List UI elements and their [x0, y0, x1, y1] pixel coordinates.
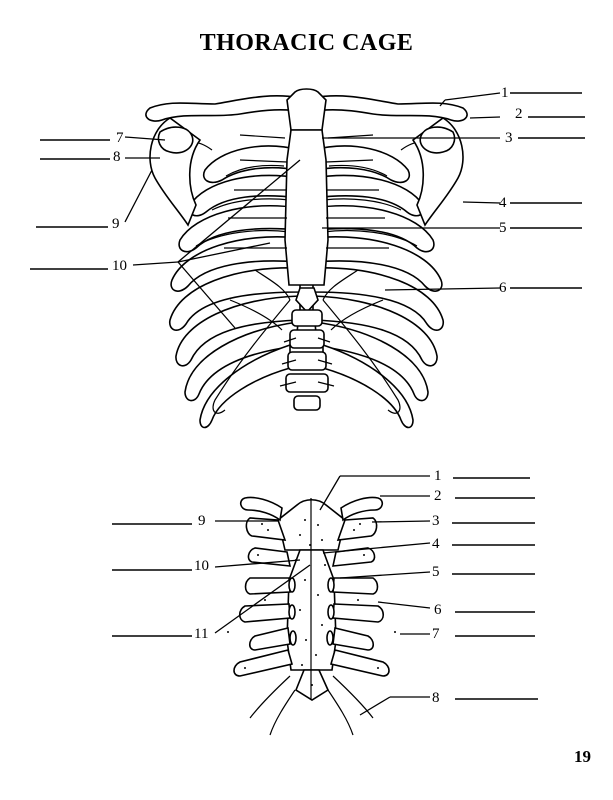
bottom-label-10: 10 — [194, 558, 209, 574]
top-label-8: 8 — [113, 149, 121, 165]
detail-left-cartilages — [233, 547, 294, 719]
top-label-7: 7 — [116, 130, 124, 146]
right-clavicle — [310, 95, 468, 122]
bottom-leader-lines — [214, 475, 431, 716]
right-acromion — [419, 126, 456, 154]
bottom-label-4: 4 — [432, 536, 440, 552]
bottom-label-9: 9 — [198, 513, 206, 529]
top-label-5: 5 — [499, 220, 507, 236]
vertebral-column — [279, 309, 335, 411]
right-ribs — [312, 141, 445, 429]
top-leader-lines — [124, 92, 501, 329]
detail-right-cartilages — [329, 547, 390, 719]
costal-notches — [288, 577, 335, 646]
top-answer-blanks — [30, 92, 585, 289]
thoracic-cage-anterior-figure: 1 2 3 4 5 6 7 8 9 10 — [30, 85, 585, 429]
costal-cartilages — [224, 134, 389, 331]
manubrium — [286, 88, 327, 131]
bottom-label-7: 7 — [432, 626, 440, 642]
page-title: THORACIC CAGE — [199, 30, 414, 56]
top-label-6: 6 — [499, 280, 507, 296]
sternum-body — [284, 129, 329, 286]
bottom-label-11: 11 — [194, 626, 208, 642]
top-label-9: 9 — [112, 216, 120, 232]
top-labels: 1 2 3 4 5 6 7 8 9 10 — [112, 85, 523, 296]
top-label-2: 2 — [515, 106, 523, 122]
bottom-label-3: 3 — [432, 513, 440, 529]
sternum-detail-figure: 1 2 3 4 5 6 7 8 9 10 11 — [112, 468, 538, 736]
left-ribs — [168, 141, 301, 429]
bottom-label-2: 2 — [434, 488, 442, 504]
top-label-4: 4 — [499, 195, 507, 211]
page-number: 19 — [574, 747, 591, 766]
top-label-1: 1 — [501, 85, 509, 101]
xiphoid-process — [295, 287, 319, 314]
bottom-label-5: 5 — [432, 564, 440, 580]
top-label-10: 10 — [112, 258, 127, 274]
bottom-answer-blanks — [112, 477, 538, 700]
bottom-label-1: 1 — [434, 468, 442, 484]
bottom-label-6: 6 — [434, 602, 442, 618]
left-clavicle — [145, 95, 303, 122]
bone-stippling — [227, 519, 396, 686]
bottom-label-8: 8 — [432, 690, 440, 706]
bottom-labels: 1 2 3 4 5 6 7 8 9 10 11 — [194, 468, 442, 706]
left-acromion — [157, 126, 194, 154]
top-label-3: 3 — [505, 130, 513, 146]
